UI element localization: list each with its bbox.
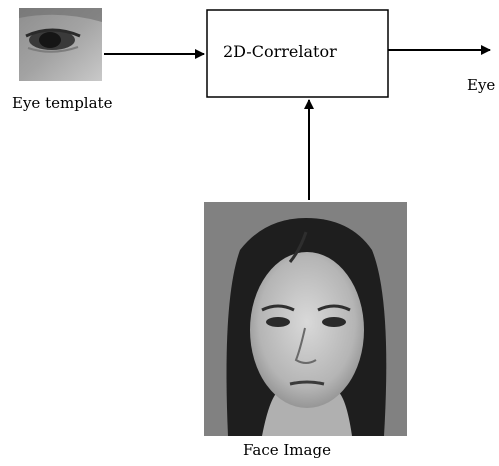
face-image — [204, 202, 407, 436]
face-image-caption: Face Image — [243, 441, 331, 459]
correlator-label: 2D-Correlator — [223, 42, 337, 61]
eye-template-image — [19, 8, 102, 81]
correlator-box — [206, 9, 389, 98]
output-label: Eye — [467, 76, 496, 94]
eye-template-caption: Eye template — [12, 94, 113, 112]
